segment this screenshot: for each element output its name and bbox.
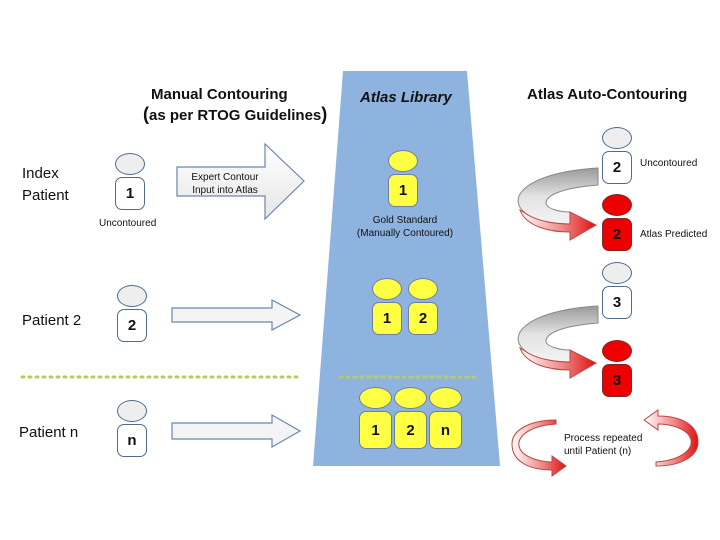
row-label-patient-n: Patient n xyxy=(19,424,79,441)
label-atlas-predicted: Atlas Predicted xyxy=(640,229,708,240)
repeat-cycle-icon xyxy=(511,409,699,477)
auto-figure-predicted-3: 3 xyxy=(602,340,632,397)
auto-contour-arrow-middle xyxy=(517,305,599,379)
figure-head xyxy=(117,285,147,307)
figure-head xyxy=(429,387,462,409)
figure-head xyxy=(115,153,145,175)
figure-head xyxy=(388,150,418,172)
header-atlas-auto-contouring: Atlas Auto-Contouring xyxy=(527,86,688,103)
figure-head xyxy=(602,340,632,362)
patient-figure-2: 2 xyxy=(117,285,147,342)
paren-open: ( xyxy=(143,104,149,124)
figure-number: 3 xyxy=(602,286,632,319)
figure-head xyxy=(394,387,427,409)
library-figure-rown-c: n xyxy=(429,387,462,449)
patientn-arrow xyxy=(171,413,302,449)
figure-head xyxy=(408,278,438,300)
figure-head xyxy=(602,262,632,284)
auto-figure-predicted-2: 2 xyxy=(602,194,632,251)
row-label-index-patient: Index Patient xyxy=(22,163,69,207)
figure-number: n xyxy=(429,411,462,449)
figure-head xyxy=(372,278,402,300)
auto-contour-arrow-top xyxy=(517,167,599,241)
patient-figure-n: n xyxy=(117,400,147,457)
figure-number: 2 xyxy=(394,411,427,449)
atlas-library-panel xyxy=(313,71,500,466)
repeat-line1: Process repeated xyxy=(564,433,643,444)
patient2-arrow xyxy=(171,298,302,332)
figure-number: 1 xyxy=(372,302,402,335)
auto-figure-uncontoured-2: 2 xyxy=(602,127,632,184)
repeat-line2: until Patient (n) xyxy=(564,446,632,457)
library-figure-rown-a: 1 xyxy=(359,387,392,449)
expert-input-label: Expert Contour Input into Atlas xyxy=(182,171,268,197)
auto-figure-uncontoured-3: 3 xyxy=(602,262,632,319)
figure-number: 2 xyxy=(117,309,147,342)
patient-figure-index: 1 xyxy=(115,153,145,210)
figure-number: 1 xyxy=(359,411,392,449)
process-repeated-label: Process repeated until Patient (n) xyxy=(564,432,642,458)
header-manual-contouring: Manual Contouring xyxy=(151,86,288,103)
library-figure-row2-b: 2 xyxy=(408,278,438,335)
rtog-text: as per RTOG Guidelines xyxy=(149,107,322,124)
row-label-patient-2: Patient 2 xyxy=(22,312,82,329)
expert-line2: Input into Atlas xyxy=(192,185,258,196)
header-atlas-library: Atlas Library xyxy=(360,89,452,106)
figure-head xyxy=(602,127,632,149)
expert-input-arrow xyxy=(176,142,305,221)
row-label-index-line1: Index xyxy=(22,165,59,182)
figure-head xyxy=(359,387,392,409)
expert-line1: Expert Contour xyxy=(191,172,259,183)
header-manual-subtitle: (as per RTOG Guidelines) xyxy=(143,104,327,125)
library-figure-row2-a: 1 xyxy=(372,278,402,335)
row-label-index-line2: Patient xyxy=(22,187,69,204)
figure-number: 2 xyxy=(602,151,632,184)
paren-close: ) xyxy=(321,104,328,124)
library-figure-rown-b: 2 xyxy=(394,387,427,449)
gold-line2: (Manually Contoured) xyxy=(356,228,454,239)
figure-number: n xyxy=(117,424,147,457)
label-uncontoured-right: Uncontoured xyxy=(640,158,698,169)
figure-number: 1 xyxy=(115,177,145,210)
figure-number: 1 xyxy=(388,174,418,207)
library-figure-1: 1 xyxy=(388,150,418,207)
figure-head xyxy=(602,194,632,216)
label-uncontoured-left: Uncontoured xyxy=(99,218,157,229)
figure-number: 3 xyxy=(602,364,632,397)
gold-line1: Gold Standard xyxy=(372,215,438,226)
figure-number: 2 xyxy=(408,302,438,335)
figure-number: 2 xyxy=(602,218,632,251)
gold-standard-label: Gold Standard (Manually Contoured) xyxy=(340,214,470,240)
figure-head xyxy=(117,400,147,422)
